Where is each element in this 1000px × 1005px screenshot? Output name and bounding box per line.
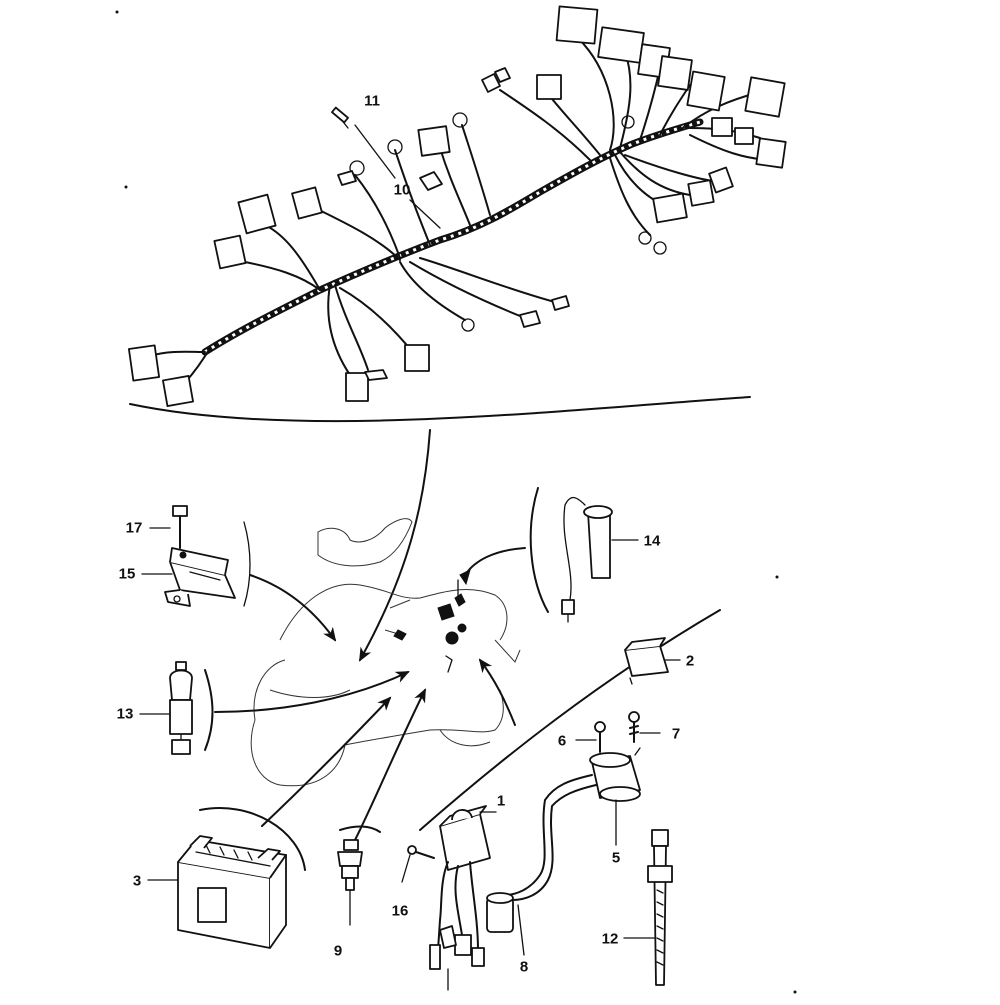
callout-7: 7 bbox=[671, 725, 681, 743]
callout-16: 16 bbox=[391, 902, 409, 920]
callout-14: 14 bbox=[643, 532, 661, 550]
battery-part bbox=[177, 835, 287, 949]
sensor-part-9 bbox=[337, 839, 363, 926]
callout-12: 12 bbox=[601, 930, 619, 948]
fuse-box-assembly bbox=[164, 505, 236, 607]
callout-3: 3 bbox=[132, 872, 142, 890]
callout-10: 10 bbox=[393, 181, 411, 199]
callout-17: 17 bbox=[125, 519, 143, 537]
callout-8: 8 bbox=[519, 958, 529, 976]
callout-5: 5 bbox=[611, 849, 621, 867]
callout-13: 13 bbox=[116, 705, 134, 723]
cable-tie-part bbox=[647, 829, 673, 986]
ignition-coil-assembly bbox=[486, 747, 641, 933]
grip-heater-part bbox=[561, 496, 613, 623]
relay-part bbox=[624, 637, 669, 685]
callout-11: 11 bbox=[364, 92, 380, 110]
callout-1: 1 bbox=[496, 792, 506, 810]
callout-6: 6 bbox=[557, 732, 567, 750]
switch-part-13 bbox=[169, 661, 193, 755]
callout-15: 15 bbox=[118, 565, 136, 583]
cdi-unit-assembly bbox=[429, 805, 491, 991]
callout-9: 9 bbox=[333, 942, 343, 960]
motorcycle-outline bbox=[250, 518, 521, 787]
callout-2: 2 bbox=[685, 652, 695, 670]
wire-harness bbox=[127, 5, 787, 407]
